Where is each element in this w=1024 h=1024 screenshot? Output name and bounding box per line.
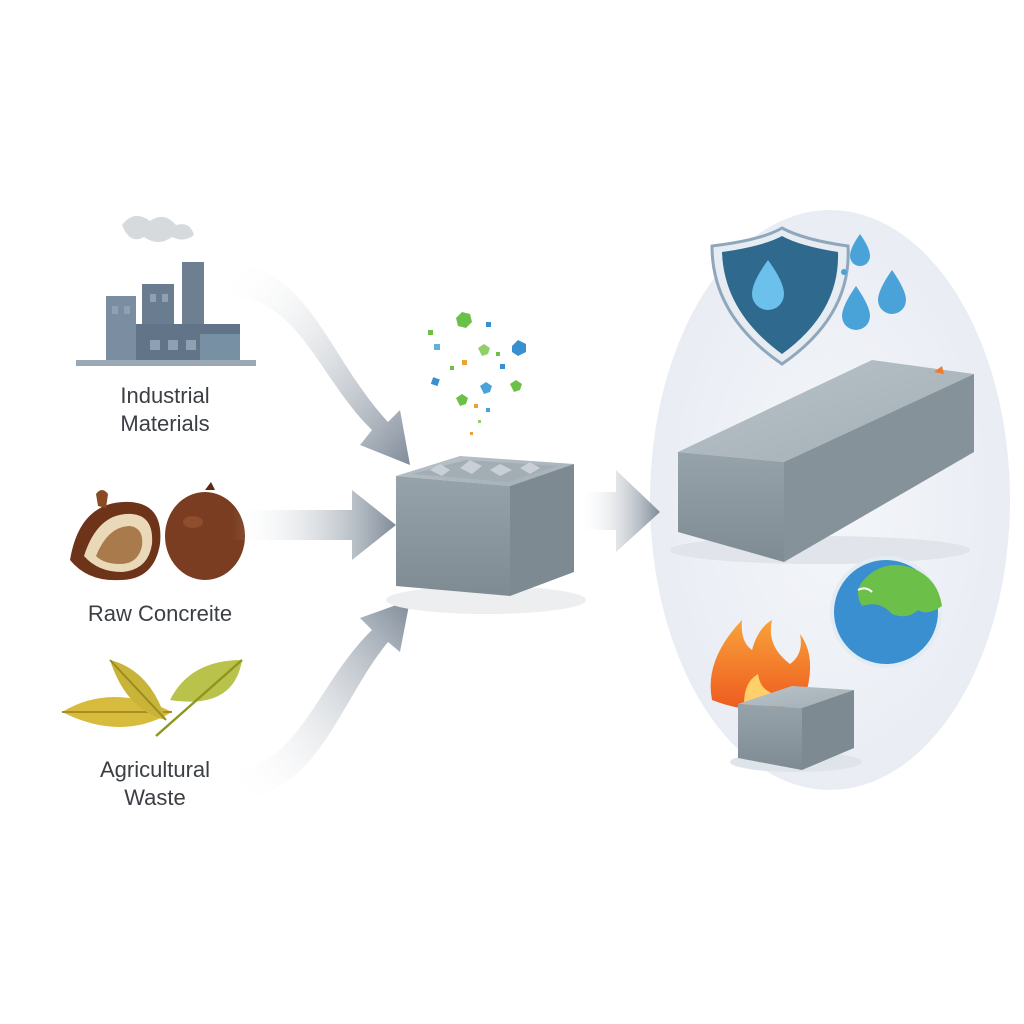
label-agricultural-waste: Agricultural Waste: [99, 757, 211, 810]
label-raw-concrete: Raw Concreite: [87, 601, 233, 626]
arrow-industrial-to-mix: [232, 262, 410, 465]
fire-brick-icon: [710, 620, 862, 772]
water-drops-icon: [841, 234, 906, 330]
leaves-icon: [62, 659, 243, 737]
arrow-agri-to-mix: [240, 600, 410, 800]
concrete-mixing-block-icon: [386, 456, 586, 614]
coconut-icon: [70, 482, 245, 581]
earth-globe-icon: [830, 556, 942, 668]
arrow-raw-to-mix: [232, 490, 396, 560]
shield-water-drop-icon: [710, 226, 850, 366]
label-industrial-materials: Industrial Materials: [120, 383, 210, 436]
additive-particles-icon: [428, 312, 526, 435]
concrete-beam-icon: [670, 360, 974, 564]
arrow-mix-to-output: [578, 470, 660, 552]
factory-icon: [76, 215, 256, 366]
